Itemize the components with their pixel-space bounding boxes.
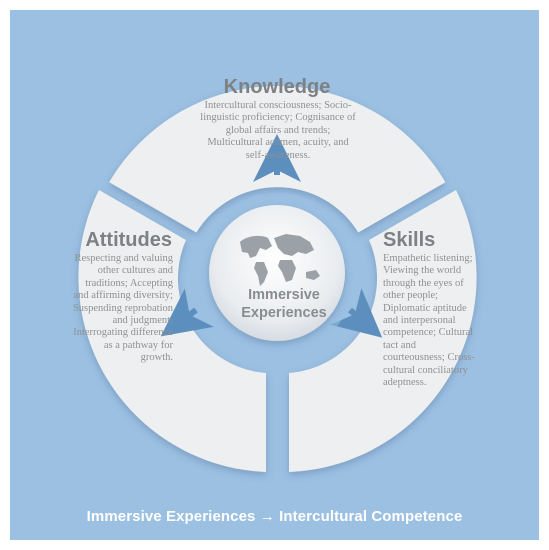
attitudes-title: Attitudes <box>85 229 172 251</box>
center-hub-disc <box>209 205 345 341</box>
skills-description: Empathetic listening; Viewing the world … <box>383 253 475 389</box>
skills-title: Skills <box>383 229 436 251</box>
knowledge-title: Knowledge <box>223 76 331 98</box>
center-label: Immersive Experiences <box>241 287 327 321</box>
attitudes-description: Respecting and valuing other cultures an… <box>72 253 173 364</box>
wheel-graphic <box>78 86 477 472</box>
segment-skills <box>289 190 477 472</box>
arrow-to-attitudes <box>160 288 214 337</box>
footer-caption: Immersive Experiences → Intercultural Co… <box>86 508 463 525</box>
knowledge-description: Intercultural consciousness; Socio-lingu… <box>200 100 356 161</box>
diagram-canvas: Knowledge Intercultural consciousness; S… <box>10 10 539 540</box>
world-map-icon <box>240 234 320 286</box>
arrow-to-skills <box>330 288 383 338</box>
